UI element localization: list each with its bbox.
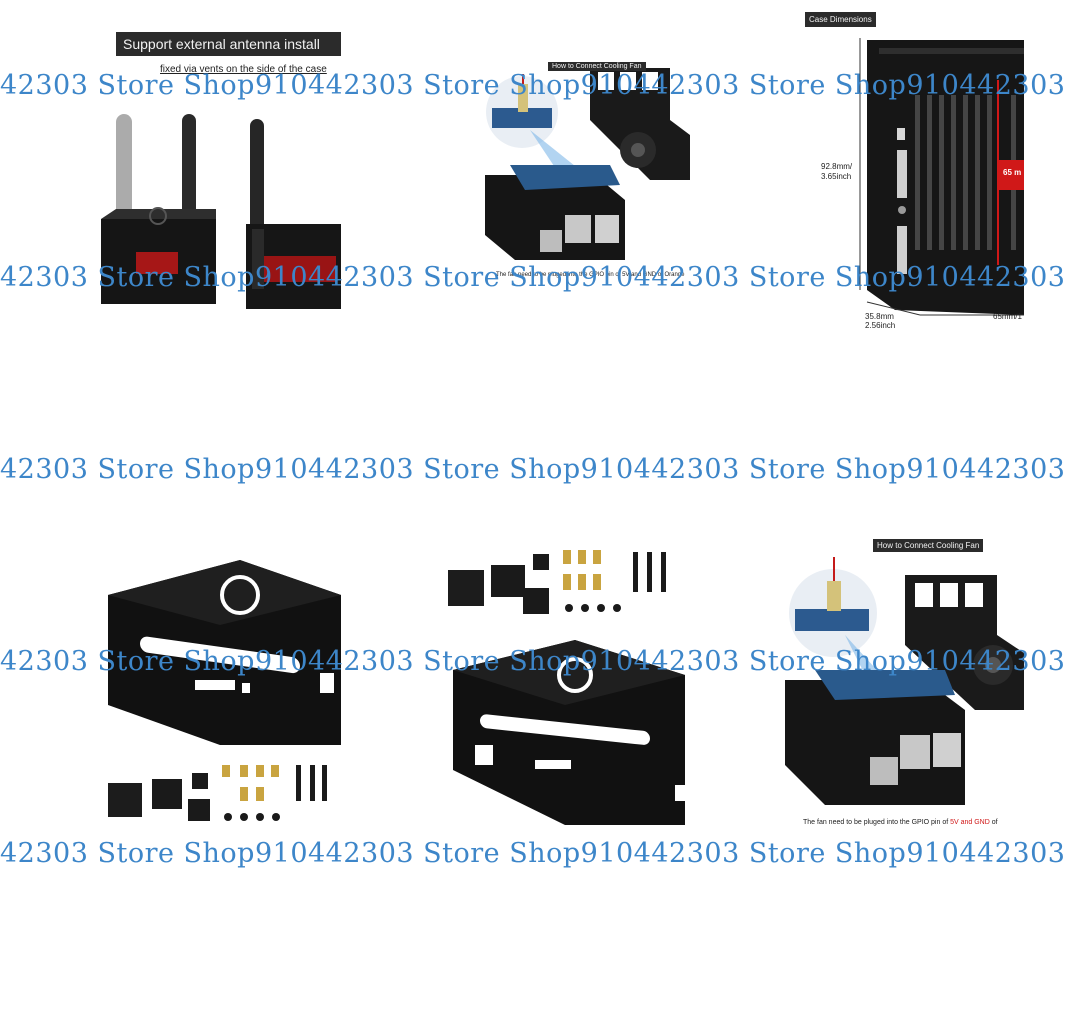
dimension-width-mm: 65mm/1 [993, 312, 1022, 321]
dimension-height-mm: 92.8mm/ [821, 162, 853, 171]
antenna-subheading: fixed via vents on the side of the case [160, 64, 327, 75]
dimension-depth-mm: 35.8mm [865, 312, 894, 321]
tile-case-dimensions-image[interactable]: Case Dimensions 92.8mm/ 3.65inch 65 m [805, 10, 1024, 340]
watermark-row-3: 42303 Store Shop910442303 Store Shop9104… [0, 454, 1065, 485]
fan-bottom-footnote-prefix: The fan need to be pluged into the GPIO … [803, 819, 951, 826]
dimension-center-label: 65 m [1003, 168, 1022, 177]
case-and-accessories-illustration [108, 560, 341, 821]
dimensions-heading: Case Dimensions [805, 12, 876, 27]
tile-accessories-image[interactable] [445, 540, 685, 830]
fan-bottom-footnote-highlight: 5V and GND [950, 819, 990, 826]
dimension-height-inch: 3.65inch [821, 172, 852, 181]
fan-connection-illustration [485, 68, 690, 260]
watermark-row-5: 42303 Store Shop910442303 Store Shop9104… [0, 838, 1065, 869]
fan-top-footnote: The fan need to be pluged into the GPIO … [496, 272, 685, 278]
antenna-heading: Support external antenna install [116, 32, 341, 56]
antenna-case-illustration [101, 114, 341, 309]
tile-case-parts-image[interactable] [100, 555, 341, 830]
fan-connection-large-illustration [785, 557, 1024, 805]
tile-fan-connection-image[interactable]: How to Connect Cooling Fan The fan need … [470, 60, 700, 290]
fan-bottom-heading: How to Connect Cooling Fan [873, 539, 984, 552]
tile-fan-connection-large-image[interactable]: How to Connect Cooling Fan The fan need … [775, 535, 1024, 835]
accessories-and-case-illustration [448, 550, 685, 825]
fan-bottom-footnote-suffix: of [989, 819, 998, 826]
case-dimensions-illustration [859, 38, 1024, 316]
dimension-depth-inch: 2.56inch [865, 321, 896, 330]
fan-top-heading: How to Connect Cooling Fan [548, 62, 646, 71]
fan-bottom-footnote: The fan need to be pluged into the GPIO … [803, 819, 998, 826]
tile-antenna-image[interactable]: Support external antenna install fixed v… [96, 24, 341, 314]
